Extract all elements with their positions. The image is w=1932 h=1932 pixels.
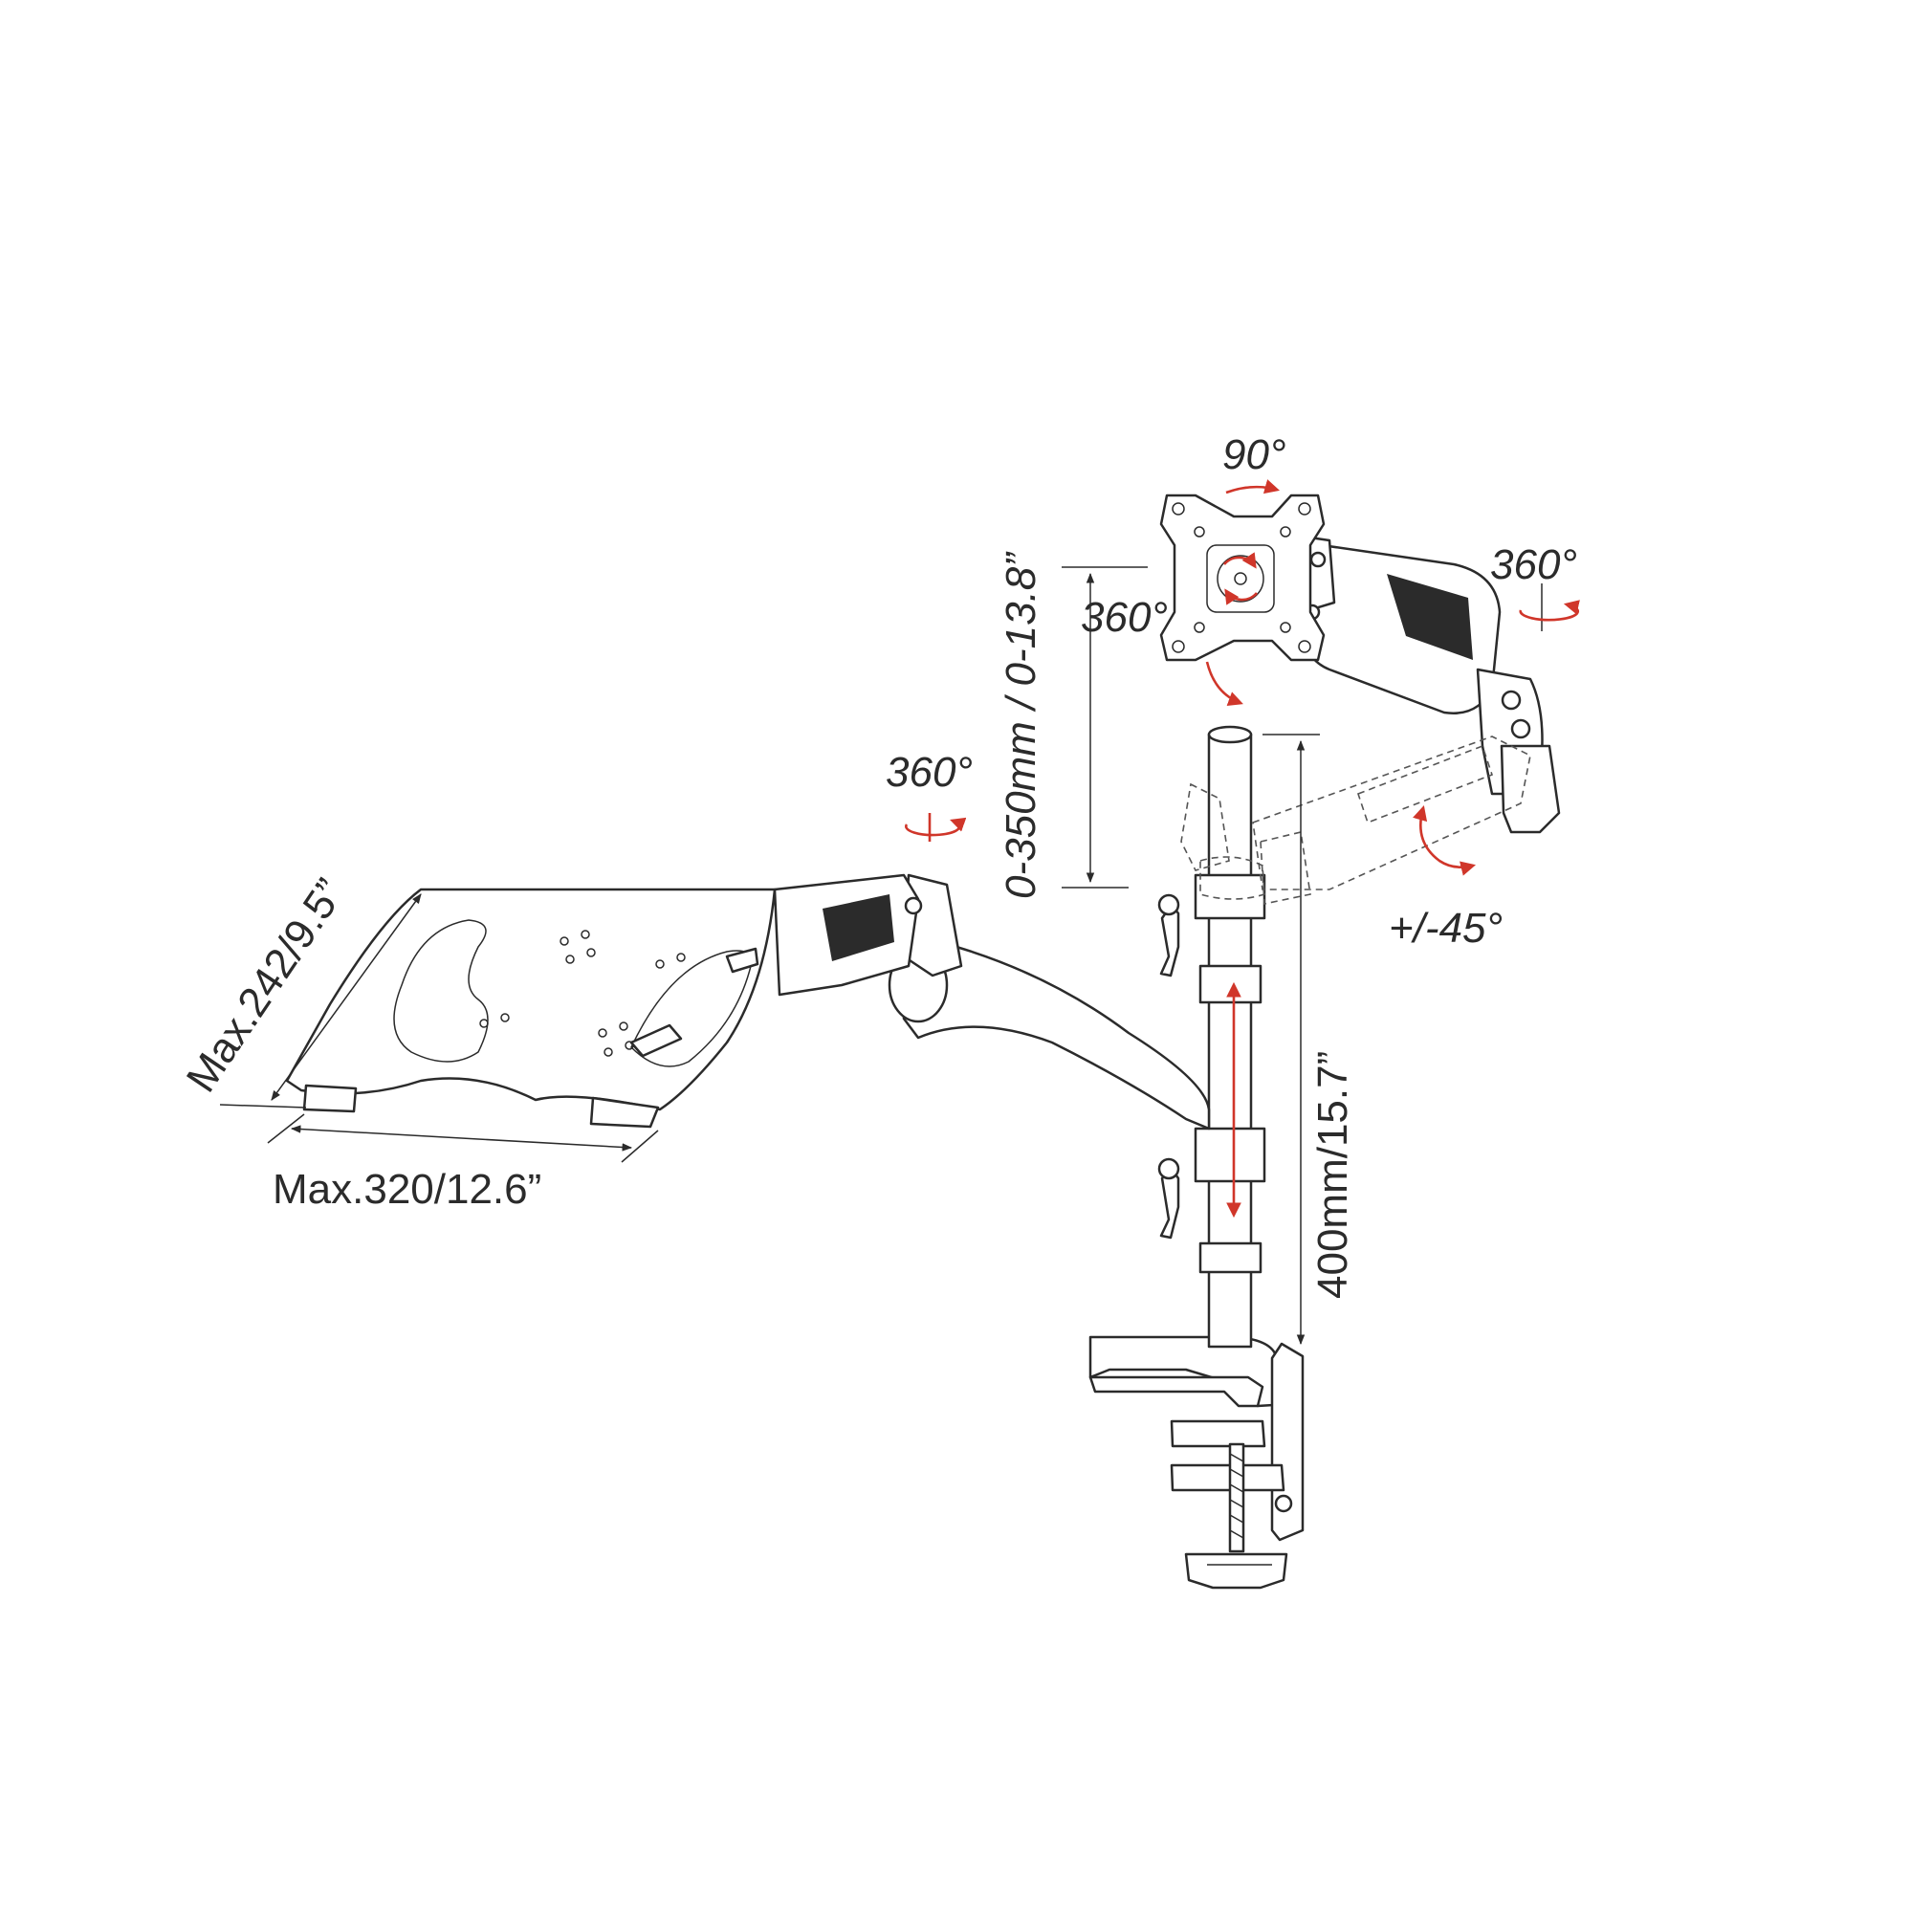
vesa-rotate-label: 360° bbox=[1081, 594, 1168, 641]
laptop-swivel-arrow-icon bbox=[905, 813, 967, 842]
height-range-dimension bbox=[1062, 566, 1148, 889]
arm-tilt-arrow-icon bbox=[1413, 804, 1477, 876]
main-pole bbox=[1194, 725, 1266, 1349]
tray-width-label: Max.320/12.6” bbox=[273, 1166, 541, 1213]
monitor-arm-swivel-label: 360° bbox=[1490, 541, 1577, 588]
laptop-tray bbox=[285, 888, 777, 1129]
tray-mount-holes bbox=[479, 930, 686, 1057]
vesa-plate bbox=[1159, 494, 1326, 662]
tray-width-dimension bbox=[267, 1113, 659, 1163]
swivel-arrow-icon bbox=[1519, 583, 1580, 631]
height-range-label: 0-350mm / 0-13.8” bbox=[998, 551, 1044, 899]
tilt-up-arrow-icon bbox=[1225, 479, 1281, 494]
pole-height-label: 400mm/15.7” bbox=[1309, 1051, 1356, 1299]
laptop-arm bbox=[773, 873, 1211, 1240]
vesa-rotate-arrow-icon bbox=[1223, 552, 1257, 569]
tilt-down-arrow-icon bbox=[1205, 661, 1243, 706]
monitor-arm-lowered-ghost bbox=[1180, 735, 1531, 905]
tray-depth-dimension bbox=[219, 889, 450, 1109]
tilt-up-label: 90° bbox=[1222, 431, 1286, 478]
pole-height-dimension bbox=[1262, 734, 1320, 1346]
laptop-arm-swivel-label: 360° bbox=[886, 749, 973, 796]
arm-tilt-label: +/-45° bbox=[1389, 905, 1503, 952]
desk-clamp bbox=[1088, 1335, 1305, 1590]
monitor-arm bbox=[1295, 534, 1561, 834]
